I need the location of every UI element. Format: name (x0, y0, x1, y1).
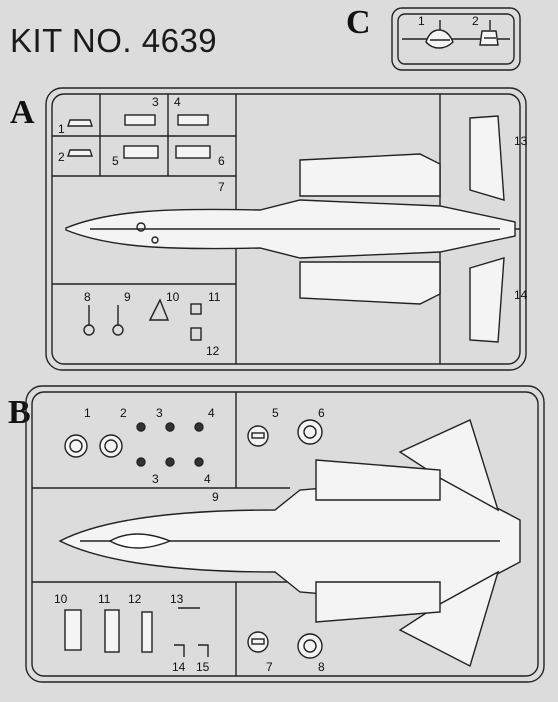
part-a12 (190, 327, 202, 341)
part-b8 (297, 633, 323, 659)
part-b9-cockpit (108, 533, 172, 549)
part-b-nacelle-top (315, 459, 441, 501)
part-label-b8: 8 (318, 660, 325, 674)
part-label-b11: 11 (98, 592, 111, 606)
part-label-b13: 13 (170, 592, 184, 606)
part-label-a11: 11 (208, 290, 221, 304)
part-label-a6: 6 (218, 154, 225, 168)
part-label-b14: 14 (172, 660, 186, 674)
part-b5 (247, 425, 269, 447)
part-label-b3-lower: 3 (152, 472, 159, 486)
part-label-b4: 4 (208, 406, 215, 420)
part-b7 (247, 631, 269, 653)
part-b10 (64, 609, 82, 651)
part-label-a2: 2 (58, 150, 65, 164)
part-label-a13: 13 (514, 134, 528, 148)
part-a13-fin (469, 115, 505, 201)
part-label-a9: 9 (124, 290, 131, 304)
part-label-b5: 5 (272, 406, 279, 420)
part-a10 (148, 298, 170, 321)
part-label-b15: 15 (196, 660, 210, 674)
part-a1 (67, 119, 93, 127)
part-b11 (104, 609, 120, 653)
part-label-b3: 3 (156, 406, 163, 420)
part-a9 (112, 324, 124, 336)
part-a4 (177, 114, 209, 126)
part-b2-wheel (99, 434, 123, 458)
part-c1-canopy (425, 29, 454, 49)
part-a-nacelle-bottom (299, 261, 441, 305)
part-label-a7: 7 (218, 180, 225, 194)
sprue-frame-a (45, 87, 527, 371)
part-label-a4: 4 (174, 95, 181, 109)
part-label-b2: 2 (120, 406, 127, 420)
part-label-a12: 12 (206, 344, 220, 358)
part-label-b9: 9 (212, 490, 219, 504)
part-label-b1: 1 (84, 406, 91, 420)
kit-title: KIT NO. 4639 (10, 22, 218, 59)
part-label-b10: 10 (54, 592, 68, 606)
sprue-letter-c: C (346, 4, 371, 41)
sprue-letter-a: A (10, 94, 35, 131)
part-a5 (123, 145, 159, 159)
part-a6 (175, 145, 211, 159)
part-label-a1: 1 (58, 122, 65, 136)
part-b15 (198, 644, 209, 657)
part-a2 (67, 149, 93, 157)
part-b-nacelle-bottom (315, 581, 441, 623)
part-b6 (297, 419, 323, 445)
part-a-nacelle-top (299, 153, 441, 197)
sprue-letter-b: B (8, 394, 31, 431)
part-label-c1: 1 (418, 14, 425, 28)
part-a8 (83, 324, 95, 336)
part-label-a5: 5 (112, 154, 119, 168)
sprue-frame-b (25, 385, 545, 683)
part-label-a14: 14 (514, 288, 528, 302)
part-b1-wheel (64, 434, 88, 458)
part-a3 (124, 114, 156, 126)
part-a14-fin (469, 257, 505, 343)
part-label-a3: 3 (152, 95, 159, 109)
part-label-b12: 12 (128, 592, 142, 606)
part-label-b6: 6 (318, 406, 325, 420)
part-label-a10: 10 (166, 290, 180, 304)
part-label-c2: 2 (472, 14, 479, 28)
part-a11 (190, 303, 202, 315)
part-label-b4-lower: 4 (204, 472, 211, 486)
part-label-a8: 8 (84, 290, 91, 304)
part-b14 (174, 644, 185, 657)
sprue-frame-c (391, 7, 521, 71)
part-label-b7: 7 (266, 660, 273, 674)
part-b12 (141, 611, 153, 653)
